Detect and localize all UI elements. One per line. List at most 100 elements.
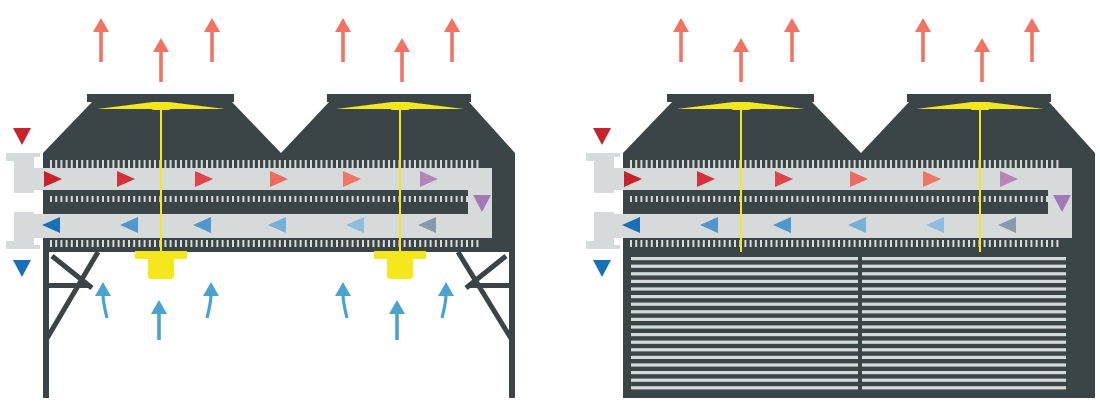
coil-fin (325, 196, 328, 202)
flow-arrow-left-icon (622, 217, 640, 233)
coil-fin (1035, 160, 1038, 168)
support-brace (464, 254, 508, 290)
coil-fin (635, 240, 638, 247)
coil-fin (419, 196, 422, 202)
coil-fin (942, 160, 944, 168)
coil-fin (791, 240, 794, 247)
coil-fin (666, 240, 669, 247)
coil-fin (211, 160, 214, 168)
coil-fin (419, 240, 422, 247)
coil-fin (237, 160, 240, 168)
coolant-flow-markers (42, 171, 491, 233)
coil-fin (697, 196, 700, 202)
coil-fin (200, 160, 203, 168)
header-cap (6, 153, 40, 157)
coil-fin (356, 196, 359, 202)
flow-arrow-left-icon (120, 217, 138, 233)
coil-fin (630, 160, 632, 168)
coil-fin (635, 196, 638, 202)
coil-fin (786, 160, 788, 168)
coil-fin (926, 240, 929, 247)
coil-fin (812, 240, 814, 247)
coil-fin (351, 160, 354, 168)
intake-arrows (95, 282, 454, 340)
outlet-marker-icon (13, 260, 31, 277)
coil-fin (916, 240, 918, 247)
arrow-shaft (790, 28, 794, 62)
louver-slat (631, 371, 1066, 375)
coil-fin (827, 160, 830, 168)
coil-fin (723, 196, 726, 202)
coil-fin (200, 240, 203, 247)
coil-fin (434, 196, 437, 202)
coil-fin (70, 160, 73, 168)
coil-fin (832, 160, 835, 168)
support-brace (50, 254, 94, 290)
coil-fin (687, 196, 690, 202)
louver-slat (631, 257, 1066, 261)
coil-fin (900, 160, 903, 168)
coil-fin (226, 196, 229, 202)
coil-fin (86, 160, 89, 168)
coil-fin (247, 160, 250, 168)
arrow-shaft (450, 28, 454, 62)
coil-fin (388, 240, 390, 247)
coil-fin (973, 240, 976, 247)
coil-fin (403, 196, 406, 202)
louver-slat (631, 287, 1066, 291)
flow-arrow-right-icon (420, 171, 438, 187)
coil-fin (429, 240, 432, 247)
flow-arrow-left-icon (346, 217, 364, 233)
upper-tube (610, 168, 1072, 190)
coil-fin (1051, 160, 1054, 168)
arrow-up-icon (444, 18, 460, 32)
coil-fin (278, 160, 281, 168)
coil-fin (1014, 196, 1017, 202)
coolant-flow-markers (622, 171, 1071, 233)
fan-hub (969, 102, 991, 110)
coil-fin (190, 196, 193, 202)
coil-fin (884, 240, 887, 247)
coil-fin (284, 160, 286, 168)
coil-fin (832, 196, 835, 202)
fan-blade (169, 102, 225, 109)
lower-tube (30, 214, 492, 238)
coil-fin (1040, 240, 1043, 247)
coil-fin (450, 160, 453, 168)
coil-fin (848, 240, 851, 247)
coil-fin (185, 240, 188, 247)
coil-fin (377, 196, 380, 202)
coil-fin (926, 160, 929, 168)
coil-fin (393, 240, 396, 247)
coil-fin (728, 240, 731, 247)
louver-slat (631, 340, 1066, 344)
coil-fin (315, 196, 318, 202)
coil-fin (931, 160, 934, 168)
coil-fin (440, 240, 442, 247)
coil-fin (263, 160, 266, 168)
coil-fin (775, 240, 778, 247)
coil-fin (185, 196, 188, 202)
coil-fin (869, 160, 872, 168)
coil-fin (812, 160, 814, 168)
coil-fin (169, 196, 172, 202)
coil-fin (806, 160, 809, 168)
coil-fin (419, 160, 422, 168)
coil-fin (874, 160, 877, 168)
fan-shroud-rim (327, 94, 471, 102)
coil-fin (687, 240, 690, 247)
coil-fin (143, 240, 146, 247)
coil-fin (900, 196, 903, 202)
coil-fin (408, 160, 411, 168)
coil-fin (827, 240, 830, 247)
coil-fin (206, 196, 208, 202)
coil-fin (466, 196, 468, 202)
coil-fin (796, 160, 799, 168)
coil-fin (174, 160, 177, 168)
coil-tubes (30, 168, 492, 238)
coil-fin (471, 160, 474, 168)
coil-fin (128, 196, 130, 202)
coil-fin (414, 160, 416, 168)
coil-fin (760, 196, 762, 202)
